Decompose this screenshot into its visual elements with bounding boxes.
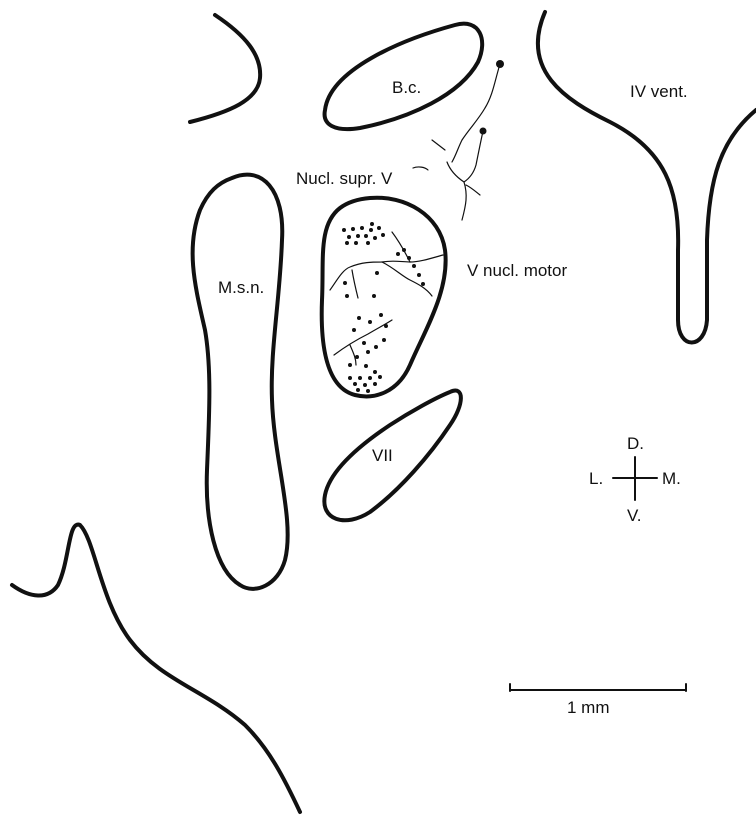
cell-body-dot: [375, 271, 379, 275]
scale-bar-label: 1 mm: [567, 698, 610, 717]
cell-body-dot: [362, 341, 366, 345]
cell-body-dot: [396, 252, 400, 256]
cell-body-dot: [356, 388, 360, 392]
cell-body-dot: [354, 241, 358, 245]
cell-body-dot: [402, 248, 406, 252]
orientation-compass: D. V. L. M.: [589, 434, 681, 525]
cell-body-dot: [417, 273, 421, 277]
nerve-fiber: [382, 262, 432, 296]
cell-body-dot: [345, 241, 349, 245]
cell-body-dot: [412, 264, 416, 268]
cell-body-dot: [355, 355, 359, 359]
cell-body-dot: [379, 313, 383, 317]
nerve-fiber: [432, 140, 445, 150]
cell-body-dot: [421, 282, 425, 286]
nerve-fiber: [350, 345, 356, 365]
motor-nucleus-cells: [342, 222, 425, 393]
nerve-fiber: [464, 131, 483, 182]
cell-body-dot: [352, 328, 356, 332]
cell-body-dot: [351, 227, 355, 231]
lower-left-boundary: [12, 525, 300, 812]
fourth-ventricle-outline: [538, 12, 756, 343]
cell-body-dot: [348, 376, 352, 380]
iv-vent-label: IV vent.: [630, 82, 688, 101]
cell-body-dot: [373, 382, 377, 386]
v-nucl-motor-label: V nucl. motor: [467, 261, 567, 280]
cell-body-dot: [374, 345, 378, 349]
nerve-fiber: [330, 255, 443, 290]
nerve-fiber: [452, 64, 500, 162]
medial-label: M.: [662, 469, 681, 488]
cell-body-dot: [356, 234, 360, 238]
cell-body-dot: [342, 228, 346, 232]
nerve-fiber: [466, 185, 480, 195]
cell-body-dot: [377, 226, 381, 230]
brachium-conjunctivum-outline: [325, 24, 483, 129]
cell-body-dot: [343, 281, 347, 285]
cell-body-dot: [372, 294, 376, 298]
cell-body-dot: [366, 350, 370, 354]
cell-body-dot: [364, 364, 368, 368]
cell-body-dot: [384, 324, 388, 328]
cell-body-dot: [369, 228, 373, 232]
v-motor-nucleus-outline: [322, 198, 446, 397]
cell-body-dot: [378, 375, 382, 379]
motor-nucleus-dendrites: [330, 232, 443, 365]
cell-body-dot: [353, 382, 357, 386]
cell-body-dot: [366, 389, 370, 393]
cell-body-dot: [382, 338, 386, 342]
cell-body-dot: [381, 233, 385, 237]
cell-body-dot: [407, 256, 411, 260]
scale-bar: 1 mm: [510, 684, 686, 717]
cell-body-dot: [368, 320, 372, 324]
lateral-label: L.: [589, 469, 603, 488]
bc-label: B.c.: [392, 78, 421, 97]
cell-body-dot: [347, 235, 351, 239]
cell-body-dot: [373, 370, 377, 374]
cell-body-dot: [348, 363, 352, 367]
nerve-fiber: [413, 167, 428, 170]
cell-body-dot: [364, 234, 368, 238]
cell-body-dot: [358, 376, 362, 380]
cell-body-dot: [366, 241, 370, 245]
vii-label: VII: [372, 446, 393, 465]
nerve-fiber: [447, 162, 466, 220]
cell-body-dot: [368, 376, 372, 380]
cell-body-dot: [373, 236, 377, 240]
cell-body-dot: [345, 294, 349, 298]
upper-left-boundary: [190, 15, 260, 122]
ventral-label: V.: [627, 506, 642, 525]
dorsal-label: D.: [627, 434, 644, 453]
cell-body-dot: [357, 316, 361, 320]
nerve-fiber: [352, 270, 358, 298]
cell-body-dot: [370, 222, 374, 226]
msn-outline: [193, 175, 288, 589]
msn-label: M.s.n.: [218, 278, 264, 297]
cell-body-dot: [360, 226, 364, 230]
nucl-supr-v-label: Nucl. supr. V: [296, 169, 393, 188]
nerve-fiber: [334, 320, 392, 355]
cell-body-dot: [363, 383, 367, 387]
